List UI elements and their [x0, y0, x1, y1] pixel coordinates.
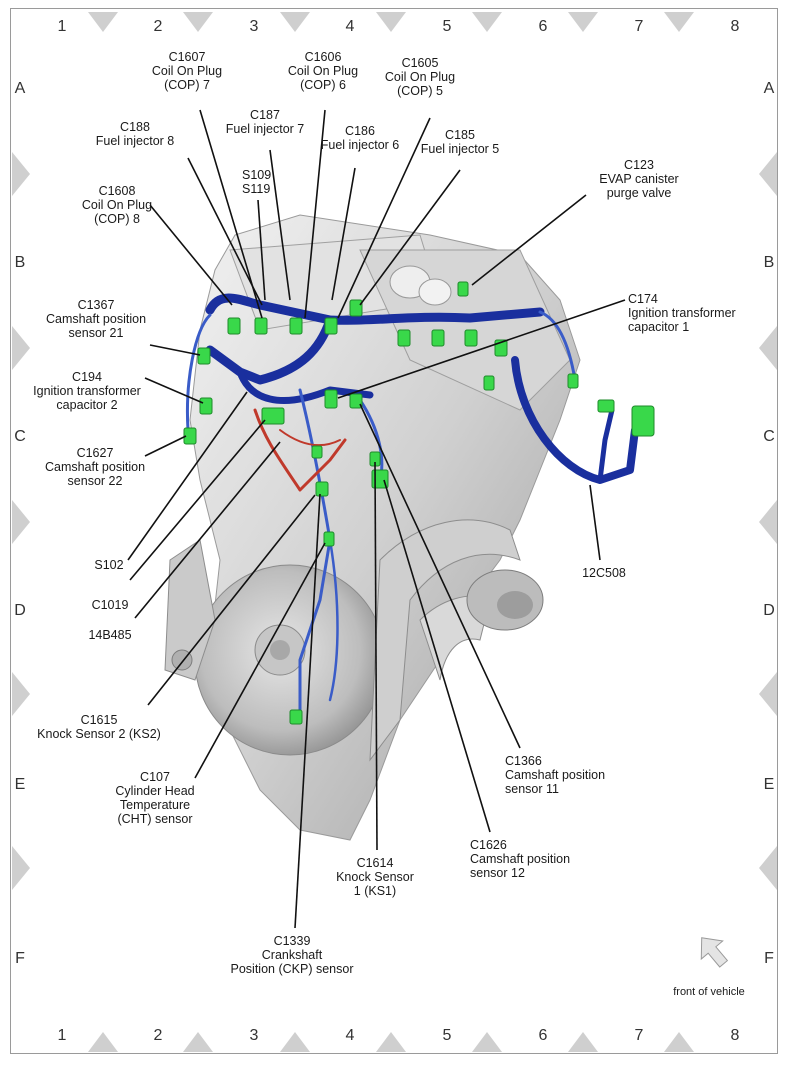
grid-col-6-top: 6 — [538, 18, 548, 35]
grid-col-5-bottom: 5 — [442, 1027, 452, 1044]
grid-row-d-left: D — [14, 602, 26, 619]
grid-col-8-top: 8 — [730, 18, 740, 35]
grid-col-4-top: 4 — [345, 18, 355, 35]
grid-row-f-left: F — [15, 950, 25, 967]
grid-col-7-top: 7 — [634, 18, 644, 35]
grid-col-3-bottom: 3 — [249, 1027, 259, 1044]
front-arrow-icon — [700, 937, 729, 968]
label-c1019: C1019 — [91, 598, 129, 612]
grid-col-8-bottom: 8 — [730, 1027, 740, 1044]
engine-illustration — [164, 214, 581, 841]
grid-row-c-left: C — [14, 428, 26, 445]
grid-col-2-bottom: 2 — [153, 1027, 163, 1044]
grid-row-a-right: A — [763, 80, 775, 97]
leader-lines — [127, 109, 626, 929]
grid-row-b-right: B — [763, 254, 775, 271]
grid-row-b-left: B — [14, 254, 26, 271]
grid-markers — [12, 12, 777, 1052]
grid-row-e-right: E — [763, 776, 775, 793]
grid-col-1-top: 1 — [57, 18, 67, 35]
label-s102: S102 — [94, 558, 124, 572]
connectors — [183, 281, 655, 725]
grid-col-6-bottom: 6 — [538, 1027, 548, 1044]
grid-row-e-left: E — [14, 776, 26, 793]
label-14b485: 14B485 — [88, 628, 132, 642]
grid-col-3-top: 3 — [249, 18, 259, 35]
grid-col-5-top: 5 — [442, 18, 452, 35]
grid-col-4-bottom: 4 — [345, 1027, 355, 1044]
label-12c508: 12C508 — [582, 566, 626, 580]
grid-row-c-right: C — [763, 428, 775, 445]
grid-col-7-bottom: 7 — [634, 1027, 644, 1044]
grid-col-2-top: 2 — [153, 18, 163, 35]
diagram-frame — [10, 8, 778, 1054]
grid-col-1-bottom: 1 — [57, 1027, 67, 1044]
grid-row-f-right: F — [764, 950, 774, 967]
front-of-vehicle-label: front of vehicle — [673, 986, 745, 998]
grid-row-a-left: A — [14, 80, 26, 97]
grid-row-d-right: D — [763, 602, 775, 619]
